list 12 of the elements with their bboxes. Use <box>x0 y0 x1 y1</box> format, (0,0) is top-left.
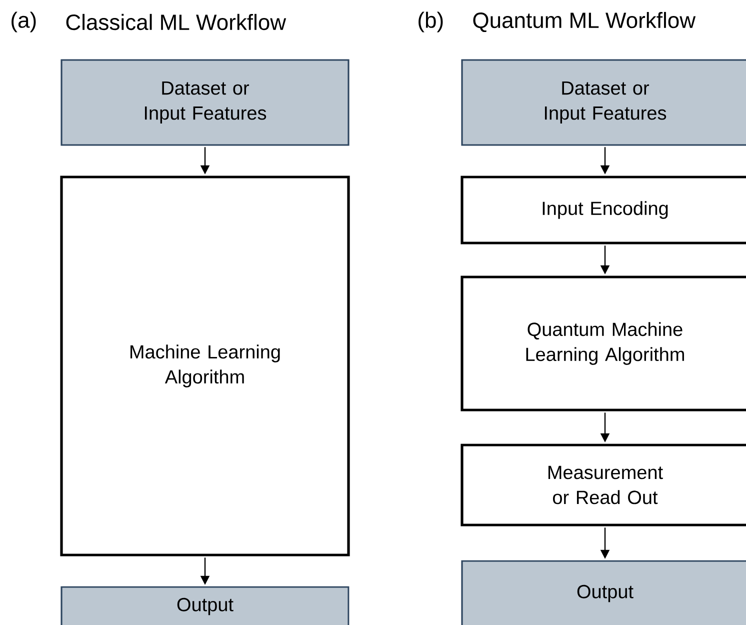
panel-letter: (a) <box>12 12 36 32</box>
terminal-box: Output <box>461 560 746 625</box>
terminal-box: Output <box>60 586 350 625</box>
panel-title: Classical ML Workflow <box>66 14 286 30</box>
process-box: Quantum Machine Learning Algorithm <box>460 276 746 412</box>
panel-title: Quantum ML Workflow <box>473 12 696 32</box>
terminal-box: Dataset or Input Features <box>461 59 746 146</box>
terminal-box: Dataset or Input Features <box>60 59 350 146</box>
panel-letter: (b) <box>418 12 443 32</box>
process-box: Measurement or Read Out <box>460 444 746 526</box>
process-box: Input Encoding <box>460 176 746 244</box>
process-box: Machine Learning Algorithm <box>60 176 350 556</box>
